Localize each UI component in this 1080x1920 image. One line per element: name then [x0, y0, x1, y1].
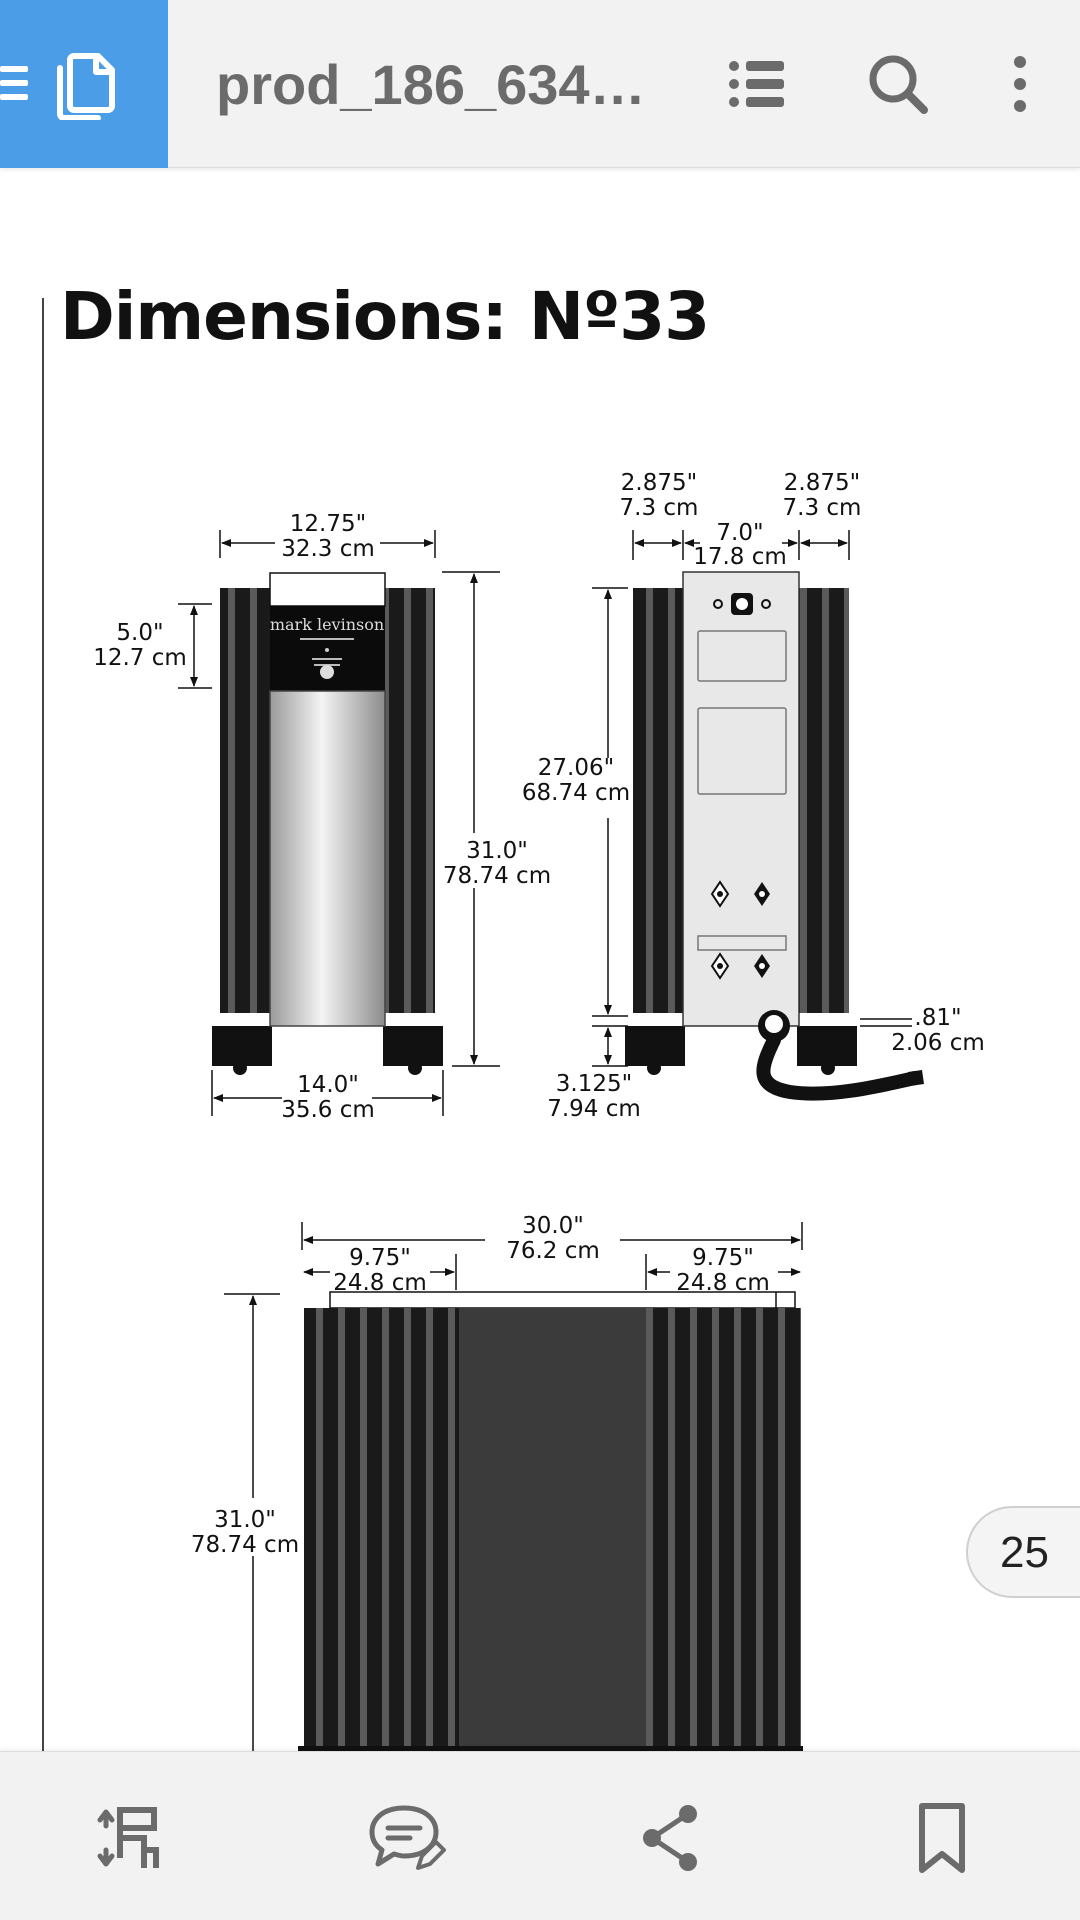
comment-edit-icon[interactable] — [366, 1798, 446, 1878]
dim-rear-center-panel-in: 7.0" — [716, 520, 763, 546]
dim-front-top-width-cm: 32.3 cm — [281, 536, 375, 562]
margin-rule — [42, 298, 44, 1751]
bookmark-icon[interactable] — [902, 1798, 982, 1878]
dim-rear-cable-offset-cm: 2.06 cm — [891, 1030, 985, 1056]
dim-side-right-section-cm: 24.8 cm — [676, 1270, 770, 1296]
dim-side-left-section-cm: 24.8 cm — [333, 1270, 427, 1296]
dim-rear-right-heatsink-in: 2.875" — [784, 470, 860, 496]
dim-rear-foot-height-cm: 7.94 cm — [547, 1096, 641, 1122]
document-title: prod_186_634… — [216, 53, 646, 116]
page-number-badge[interactable]: 25 — [966, 1506, 1080, 1598]
dim-side-height-in: 31.0" — [214, 1507, 276, 1533]
document-page[interactable]: Dimensions: Nº33 — [0, 168, 1080, 1751]
top-app-bar: prod_186_634… — [0, 0, 1080, 168]
front-view: mark levinson 12.75" 32.3 cm 5.0" 12.7 c… — [93, 511, 551, 1123]
page-heading: Dimensions: Nº33 — [60, 278, 710, 355]
rear-view: 2.875" 7.3 cm 2.875" 7.3 cm 7.0" 17.8 cm… — [522, 470, 985, 1122]
list-icon[interactable] — [720, 48, 792, 120]
dim-faceplate-height-in: 5.0" — [116, 620, 163, 646]
page-number: 25 — [1000, 1528, 1049, 1577]
dim-rear-center-panel-cm: 17.8 cm — [693, 544, 787, 570]
dim-front-top-width-in: 12.75" — [290, 511, 366, 537]
dim-rear-right-heatsink-cm: 7.3 cm — [783, 495, 862, 521]
dim-side-height-cm: 78.74 cm — [191, 1532, 299, 1558]
dim-rear-panel-height-in: 27.06" — [538, 755, 614, 781]
share-icon[interactable] — [632, 1798, 712, 1878]
document-icon — [57, 53, 115, 120]
reflow-icon[interactable] — [92, 1798, 172, 1878]
document-menu-button[interactable] — [0, 0, 168, 168]
dim-rear-left-heatsink-in: 2.875" — [621, 470, 697, 496]
dim-rear-foot-height-in: 3.125" — [556, 1071, 632, 1097]
dim-side-total-depth-in: 30.0" — [522, 1213, 584, 1239]
bottom-toolbar — [0, 1751, 1080, 1920]
dim-side-total-depth-cm: 76.2 cm — [506, 1238, 600, 1264]
dim-front-base-width-cm: 35.6 cm — [281, 1097, 375, 1123]
dim-faceplate-height-cm: 12.7 cm — [93, 645, 187, 671]
dim-front-base-width-in: 14.0" — [297, 1072, 359, 1098]
dimension-drawing: mark levinson 12.75" 32.3 cm 5.0" 12.7 c… — [93, 470, 985, 1751]
search-icon[interactable] — [862, 48, 934, 120]
more-vertical-icon[interactable] — [984, 48, 1056, 120]
logo: mark levinson — [270, 615, 384, 634]
dim-rear-left-heatsink-cm: 7.3 cm — [620, 495, 699, 521]
side-view: 30.0" 76.2 cm 9.75" 24.8 cm 9.75" 24.8 c… — [191, 1213, 803, 1751]
dim-rear-cable-offset-in: .81" — [914, 1005, 961, 1031]
menu-icon — [0, 66, 28, 108]
dim-rear-panel-height-cm: 68.74 cm — [522, 780, 630, 806]
dim-front-total-height-cm: 78.74 cm — [443, 863, 551, 889]
dim-side-left-section-in: 9.75" — [349, 1245, 411, 1271]
dim-front-total-height-in: 31.0" — [466, 838, 528, 864]
dim-side-right-section-in: 9.75" — [692, 1245, 754, 1271]
